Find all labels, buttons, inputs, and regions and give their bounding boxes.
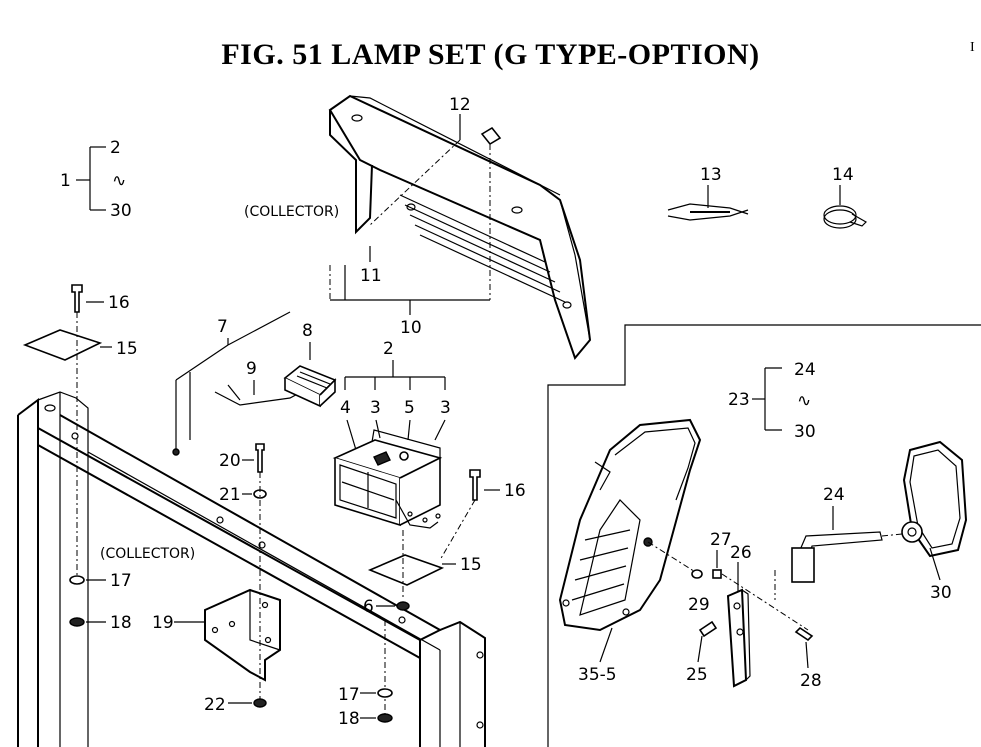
mirror-30 [881,440,968,558]
callout-28: 28 [800,671,822,691]
callout-16-left: 16 [108,293,130,313]
bolt-20 [255,443,265,473]
nut-22 [253,698,267,708]
washer-29 [691,569,703,579]
callout-3-b: 3 [440,398,451,418]
mirror-arm-mount [791,547,815,583]
callout-27: 27 [710,530,732,550]
plate-15-left [22,329,103,361]
callout-7: 7 [217,317,228,337]
callout-29: 29 [688,595,710,615]
callout-6: 6 [363,597,374,617]
callout-20: 20 [219,451,241,471]
bolt-28 [794,626,814,642]
callout-24: 24 [823,485,845,505]
nut-6 [396,601,410,611]
bolt-16-right [469,469,481,501]
callout-10: 10 [400,318,422,338]
callout-35-5: 35-5 [578,665,617,685]
group-1-sep: ∿ [112,171,126,191]
group-1-from: 2 [110,138,121,158]
group-1-to: 30 [110,201,132,221]
figure-title: FIG. 51 LAMP SET (G TYPE-OPTION) [221,38,760,71]
group-23-sep: ∿ [797,391,811,411]
wire-harness [667,203,749,221]
callout-4: 4 [340,398,351,418]
nut-27 [712,569,722,579]
callout-17-left: 17 [110,571,132,591]
mirror-inset-frame [547,324,981,747]
callout-9: 9 [246,359,257,379]
group-1-bracket: 1 2 ∿ 30 [60,138,132,221]
callout-18-right: 18 [338,709,360,729]
hose-clamp [823,205,867,229]
callout-25: 25 [686,665,708,685]
callout-19: 19 [152,613,174,633]
fender-housing [558,418,702,632]
lamp-bracket-19 [204,588,281,682]
group-1-id: 1 [60,171,71,191]
group-23-id: 23 [728,390,750,410]
callout-18-left: 18 [110,613,132,633]
group-23-to: 30 [794,422,816,442]
callout-3-a: 3 [370,398,381,418]
callout-15-left: 15 [116,339,138,359]
callout-14: 14 [832,165,854,185]
callout-17-right: 17 [338,685,360,705]
collector-top-label: (COLLECTOR) [244,204,339,220]
callout-2: 2 [383,339,394,359]
collector-left-label: (COLLECTOR) [100,546,195,562]
washer-17-right [377,688,393,698]
page-mark: I [970,40,975,55]
group-23-bracket: 23 24 ∿ 30 [728,360,816,442]
callout-5: 5 [404,398,415,418]
plate-15-right [367,554,445,586]
switch-8 [283,365,337,408]
callout-12: 12 [449,95,471,115]
collector-cover [328,94,592,361]
callout-22: 22 [204,695,226,715]
callout-21: 21 [219,485,241,505]
callout-8: 8 [302,321,313,341]
washer-17-left [69,575,85,585]
bolt-16-left [71,284,83,313]
callout-30: 30 [930,583,952,603]
callout-15-right: 15 [460,555,482,575]
nut-18-left [69,617,85,627]
bolt-25 [698,620,718,638]
nut-18-right [377,713,393,723]
callout-11: 11 [360,266,382,286]
callout-26: 26 [730,543,752,563]
mirror-arm-24 [774,531,883,600]
callout-16-right: 16 [504,481,526,501]
group-23-from: 24 [794,360,816,380]
roll-frame [17,391,486,747]
work-lamp-2 [332,429,443,529]
mirror-bracket-26 [726,588,751,688]
callout-13: 13 [700,165,722,185]
